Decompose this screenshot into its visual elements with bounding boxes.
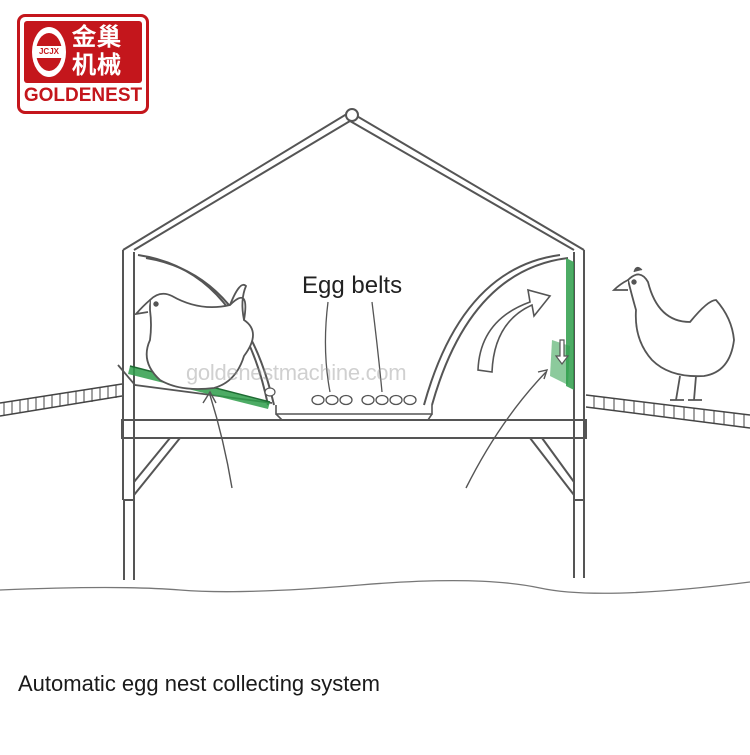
- right-hen: [611, 266, 735, 401]
- left-pointer-arrow: [202, 390, 233, 489]
- right-green-floor: [550, 258, 574, 390]
- caption: Automatic egg nest collecting system: [18, 671, 380, 696]
- right-pointer-arrow: [465, 369, 549, 489]
- left-perch-slats: [3, 385, 117, 415]
- ground-line: [0, 580, 750, 594]
- left-perch-rail: [0, 383, 123, 417]
- down-arrow: [554, 339, 570, 365]
- logo-chinese-name: 金巢 机械: [72, 23, 122, 79]
- eggs: [311, 394, 417, 406]
- right-nest: [423, 254, 569, 406]
- roof: [122, 108, 585, 251]
- right-perch-rail: [585, 394, 750, 429]
- left-egg: [264, 387, 276, 397]
- logo-badge-text: JCJX: [36, 46, 62, 58]
- egg-flow-arrow: [477, 288, 552, 373]
- logo-badge: JCJX: [32, 27, 66, 77]
- goldenest-logo: JCJX 金巢 机械 GOLDENEST: [17, 14, 149, 114]
- watermark: goldenestmachine.com: [186, 360, 407, 385]
- right-perch-slats: [593, 396, 745, 427]
- egg-belt-trough: [275, 405, 433, 421]
- egg-belts-pointer-lines: [324, 301, 383, 393]
- logo-red-panel: JCJX 金巢 机械: [24, 21, 142, 83]
- left-hen: [133, 284, 254, 390]
- egg-belts-label: Egg belts: [302, 272, 403, 299]
- logo-brand-name: GOLDENEST: [23, 85, 143, 106]
